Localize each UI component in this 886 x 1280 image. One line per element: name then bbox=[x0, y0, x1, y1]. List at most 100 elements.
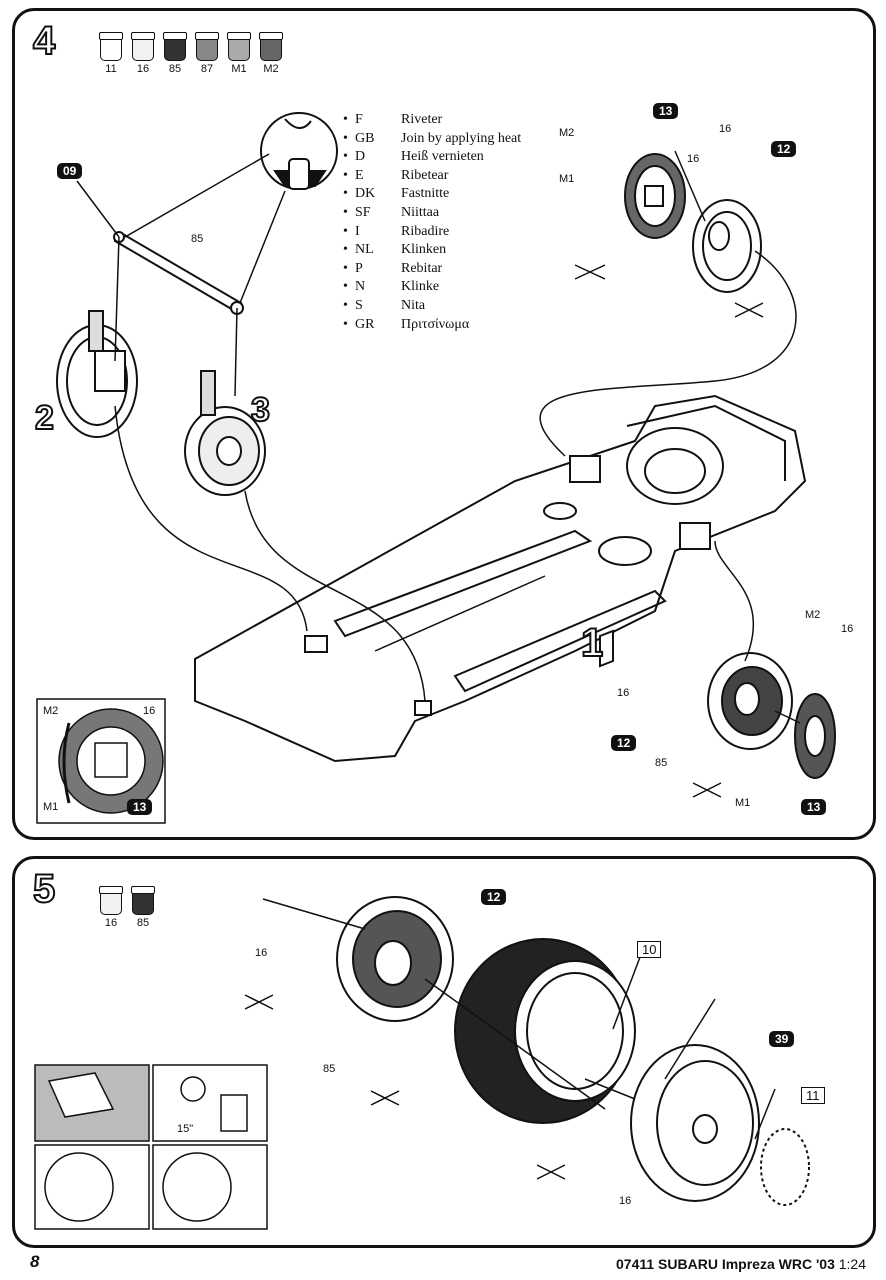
bullet-icon: • bbox=[343, 167, 348, 183]
paint-label: M2 bbox=[559, 127, 575, 139]
assembly-arrows bbox=[262, 898, 776, 1140]
paint-label: 16 bbox=[841, 623, 854, 635]
bullet-icon: • bbox=[343, 112, 348, 127]
part-tag-12: 12 bbox=[611, 735, 637, 751]
inset-label: 16 bbox=[143, 705, 156, 717]
paint-label: 85 bbox=[323, 1063, 336, 1075]
detail-inset bbox=[36, 698, 166, 824]
cross-marks bbox=[574, 264, 764, 798]
wheel-hub-12 bbox=[692, 199, 762, 293]
step-number: 4 bbox=[32, 18, 56, 64]
wheel-3 bbox=[184, 370, 266, 496]
paint-pot: 16 bbox=[131, 32, 155, 75]
paint-code: 87 bbox=[200, 63, 214, 75]
inset-label: M1 bbox=[43, 801, 59, 813]
legend-lang: NL bbox=[355, 242, 374, 258]
legend-lang: S bbox=[355, 297, 363, 313]
legend-lang: D bbox=[355, 149, 366, 165]
legend-lang: N bbox=[355, 279, 366, 295]
legend-row: • E Ribetear bbox=[343, 167, 521, 186]
paint-pot: 85 bbox=[131, 886, 155, 929]
wheel-bottom-right bbox=[707, 652, 836, 779]
brake-disc-13 bbox=[624, 153, 686, 239]
part-tag-13: 13 bbox=[653, 103, 679, 119]
bullet-icon: • bbox=[343, 223, 348, 239]
legend-text: Join by applying heat bbox=[401, 130, 522, 146]
paint-jar-icon bbox=[227, 32, 251, 61]
instruction-insets bbox=[34, 1064, 268, 1230]
step-4-drawing bbox=[36, 112, 836, 824]
assembly-arrows bbox=[76, 150, 801, 724]
paint-pot: 11 bbox=[99, 32, 123, 75]
legend-text: Heiß vernieten bbox=[401, 149, 484, 165]
legend-text: Ribetear bbox=[401, 167, 449, 183]
bullet-icon: • bbox=[343, 297, 348, 313]
paint-label: 16 bbox=[255, 947, 268, 959]
wheel-number-3: 3 bbox=[250, 390, 271, 430]
chassis-number-1: 1 bbox=[580, 620, 604, 666]
legend-lang: GR bbox=[355, 316, 375, 332]
bullet-icon: • bbox=[343, 316, 348, 332]
paint-label: M1 bbox=[735, 797, 751, 809]
legend-lang: SF bbox=[355, 204, 371, 220]
wheel-2 bbox=[56, 310, 138, 438]
paint-jar-icon bbox=[131, 886, 155, 915]
legend-text: Ribadire bbox=[401, 223, 450, 239]
paint-jar-icon bbox=[99, 886, 123, 915]
paint-list: 16 85 bbox=[99, 886, 155, 929]
paint-label: M1 bbox=[559, 173, 575, 185]
part-tag-39: 39 bbox=[769, 1031, 795, 1047]
axle-rod-09 bbox=[113, 231, 244, 315]
paint-jar-icon bbox=[131, 32, 155, 61]
legend-text: Klinken bbox=[401, 242, 447, 258]
bullet-icon: • bbox=[343, 279, 348, 295]
decal-11 bbox=[760, 1128, 810, 1206]
paint-code: 85 bbox=[168, 63, 182, 75]
paint-code: 11 bbox=[105, 63, 117, 75]
rivet-magnifier bbox=[260, 112, 338, 190]
legend-row: • N Klinke bbox=[343, 278, 521, 297]
paint-label: 85 bbox=[191, 233, 204, 245]
paint-list: 11 16 85 87 M1 M2 bbox=[99, 32, 283, 75]
part-tag-12: 12 bbox=[771, 141, 797, 157]
paint-pot: 16 bbox=[99, 886, 123, 929]
tire-drawing bbox=[454, 938, 636, 1124]
legend-lang: E bbox=[355, 167, 364, 183]
bullet-icon: • bbox=[343, 242, 348, 258]
paint-label: 16 bbox=[617, 687, 630, 699]
paint-jar-icon bbox=[99, 32, 123, 61]
paint-label: M2 bbox=[805, 609, 821, 621]
paint-code: M2 bbox=[263, 63, 279, 75]
legend-row: • NL Klinken bbox=[343, 241, 521, 260]
legend-text: Riveter bbox=[401, 112, 443, 127]
paint-label: 16 bbox=[619, 1195, 632, 1207]
decal-tag-11: 11 bbox=[801, 1087, 825, 1104]
model-scale: 1:24 bbox=[838, 1256, 866, 1272]
legend-lang: GB bbox=[355, 130, 375, 146]
model-title: 07411 SUBARU Impreza WRC '03 bbox=[616, 1256, 835, 1272]
paint-label: 16 bbox=[719, 123, 732, 135]
wheel-number-2: 2 bbox=[34, 398, 55, 438]
footer-title: 07411 SUBARU Impreza WRC '03 1:24 bbox=[616, 1256, 866, 1272]
paint-pot: M2 bbox=[259, 32, 283, 75]
part-tag-09: 09 bbox=[57, 163, 83, 179]
legend-lang: F bbox=[355, 112, 363, 127]
legend-text: Πριτσίνωμα bbox=[401, 316, 470, 332]
legend-text: Klinke bbox=[401, 279, 440, 295]
legend-row: • GR Πριτσίνωμα bbox=[343, 316, 521, 335]
paint-jar-icon bbox=[259, 32, 283, 61]
bullet-icon: • bbox=[343, 204, 348, 220]
part-tag-12: 12 bbox=[481, 889, 507, 905]
paint-pot: 85 bbox=[163, 32, 187, 75]
bullet-icon: • bbox=[343, 130, 348, 146]
step-4-panel: 4 11 16 85 87 M1 M2 • F Riveter • GB Join by… bbox=[12, 8, 876, 840]
part-tag-13: 13 bbox=[127, 799, 153, 815]
paint-pot: M1 bbox=[227, 32, 251, 75]
step-5-panel: 5 16 85 12 39 10 11 16 85 16 15" bbox=[12, 856, 876, 1248]
legend-row: • GB Join by applying heat bbox=[343, 130, 521, 149]
legend-lang: DK bbox=[355, 186, 376, 202]
bullet-icon: • bbox=[343, 186, 348, 202]
